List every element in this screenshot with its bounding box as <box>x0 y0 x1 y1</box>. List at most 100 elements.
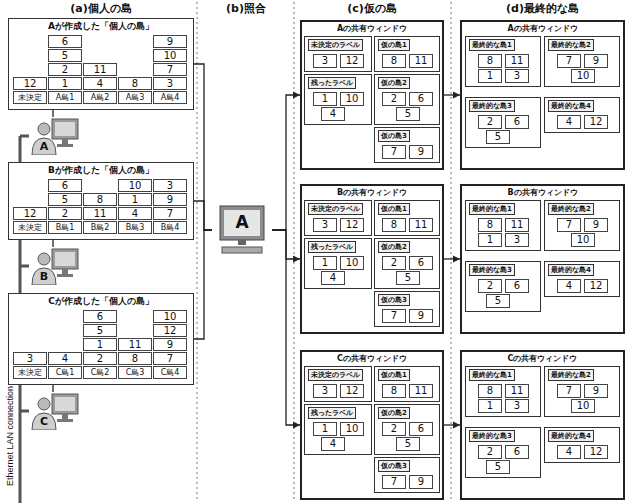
label-number: 10 <box>341 93 363 105</box>
column-separator <box>451 2 452 501</box>
island-group: 残ったラベル1104 <box>304 238 372 289</box>
number-cell: 8 <box>478 54 502 68</box>
island-column-label: C島3 <box>118 366 152 379</box>
number-cell: 11 <box>409 218 433 232</box>
column-heading: (c)仮の島 <box>300 2 444 15</box>
group-tag: 仮の島2 <box>378 241 410 253</box>
label-number: 11 <box>410 219 432 231</box>
label-number: 11 <box>84 208 116 219</box>
number-cell: 4 <box>118 207 152 220</box>
number-cell: 12 <box>584 115 608 129</box>
label-number: 4 <box>49 353 81 364</box>
island-group: 未決定のラベル312 <box>304 36 372 72</box>
label-number: 6 <box>410 423 432 435</box>
label-number: 12 <box>14 78 46 89</box>
label-number: 6 <box>84 311 116 322</box>
island-column-label: A島3 <box>118 91 152 104</box>
number-cell: 6 <box>409 256 433 270</box>
label-number: 10 <box>572 70 594 82</box>
column-label: 未決定 <box>14 367 46 378</box>
connector-line <box>52 110 53 117</box>
connector-line <box>194 201 212 230</box>
personal-island-panel: Bが作成した「個人の島」610358191221147未決定B島1B島2B島3B… <box>8 162 194 240</box>
connector <box>272 92 300 231</box>
panel-title: Cが作成した「個人の島」 <box>9 296 193 307</box>
screen <box>55 252 75 266</box>
user-illustration <box>28 247 80 285</box>
label-number: 10 <box>154 50 186 61</box>
label-number: 11 <box>506 55 528 67</box>
number-cell: 12 <box>340 384 364 398</box>
label-number: 12 <box>585 280 607 292</box>
screen <box>55 122 75 136</box>
number-cell: 8 <box>83 193 117 206</box>
group-tag: 最終的な島3 <box>469 100 515 112</box>
group-tag: 最終的な島3 <box>469 264 515 276</box>
label-number: 7 <box>383 146 405 158</box>
group-tag: 最終的な島4 <box>548 264 594 276</box>
number-cell: 7 <box>382 309 406 323</box>
number-cell: 5 <box>48 49 82 62</box>
island-column-label: 未決定 <box>13 91 47 104</box>
column-label: B島1 <box>49 222 81 233</box>
label-number: 7 <box>558 55 580 67</box>
group-tag: 最終的な島3 <box>469 430 515 442</box>
shared-window: Aの共有ウィンドウ未決定のラベル312残ったラベル1104仮の島1811仮の島2… <box>300 20 444 170</box>
label-number: 5 <box>487 295 509 307</box>
number-cell: 3 <box>313 384 337 398</box>
group-tag: 最終的な島4 <box>548 100 594 112</box>
label-number: 4 <box>119 208 151 219</box>
network-label: Ethernet LAN connection <box>4 371 16 501</box>
user-letter: A <box>32 140 56 153</box>
island-column-label: C島4 <box>153 366 187 379</box>
number-cell: 9 <box>153 193 187 206</box>
label-number: 1 <box>314 423 336 435</box>
label-number: 1 <box>84 339 116 350</box>
label-number: 2 <box>49 64 81 75</box>
number-cell: 5 <box>486 130 510 144</box>
number-cell: 6 <box>409 92 433 106</box>
shared-window: Bの共有ウィンドウ最終的な島181113最終的な島27910最終的な島3265最… <box>460 184 625 334</box>
arrowhead <box>293 422 300 429</box>
number-cell: 3 <box>313 54 337 68</box>
screen <box>55 397 75 411</box>
number-cell: 5 <box>83 324 117 337</box>
number-cell: 2 <box>48 207 82 220</box>
number-cell: 4 <box>321 107 345 121</box>
number-cell: 3 <box>13 352 47 365</box>
number-cell: 4 <box>48 352 82 365</box>
number-cell: 1 <box>313 422 337 436</box>
connector-line <box>194 230 212 339</box>
label-number: 2 <box>84 353 116 364</box>
label-number: 10 <box>341 257 363 269</box>
label-number: 12 <box>14 208 46 219</box>
number-cell: 6 <box>505 445 529 459</box>
connector <box>444 422 460 429</box>
label-number: 9 <box>410 310 432 322</box>
label-number: 7 <box>383 476 405 488</box>
column-label: B島3 <box>119 222 151 233</box>
number-cell: 4 <box>557 279 581 293</box>
number-cell: 9 <box>409 309 433 323</box>
label-number: 8 <box>84 194 116 205</box>
label-number: 7 <box>383 310 405 322</box>
number-cell: 7 <box>557 54 581 68</box>
shared-window: Cの共有ウィンドウ未決定のラベル312残ったラベル1104仮の島1811仮の島2… <box>300 350 444 500</box>
label-number: 6 <box>506 116 528 128</box>
group-tag: 残ったラベル <box>308 77 356 89</box>
monitor-base <box>57 144 73 147</box>
island-group: 仮の島1811 <box>374 366 440 402</box>
number-cell: 10 <box>340 256 364 270</box>
label-number: 4 <box>322 438 344 450</box>
island-group: 未決定のラベル312 <box>304 366 372 402</box>
label-number: 8 <box>479 55 501 67</box>
number-cell: 10 <box>571 69 595 83</box>
number-cell: 1 <box>478 233 502 247</box>
number-cell: 4 <box>557 115 581 129</box>
number-cell: 8 <box>382 384 406 398</box>
label-number: 5 <box>397 108 419 120</box>
label-number: 1 <box>479 234 501 246</box>
number-cell: 11 <box>505 384 529 398</box>
connector <box>194 230 212 339</box>
number-cell: 7 <box>557 218 581 232</box>
